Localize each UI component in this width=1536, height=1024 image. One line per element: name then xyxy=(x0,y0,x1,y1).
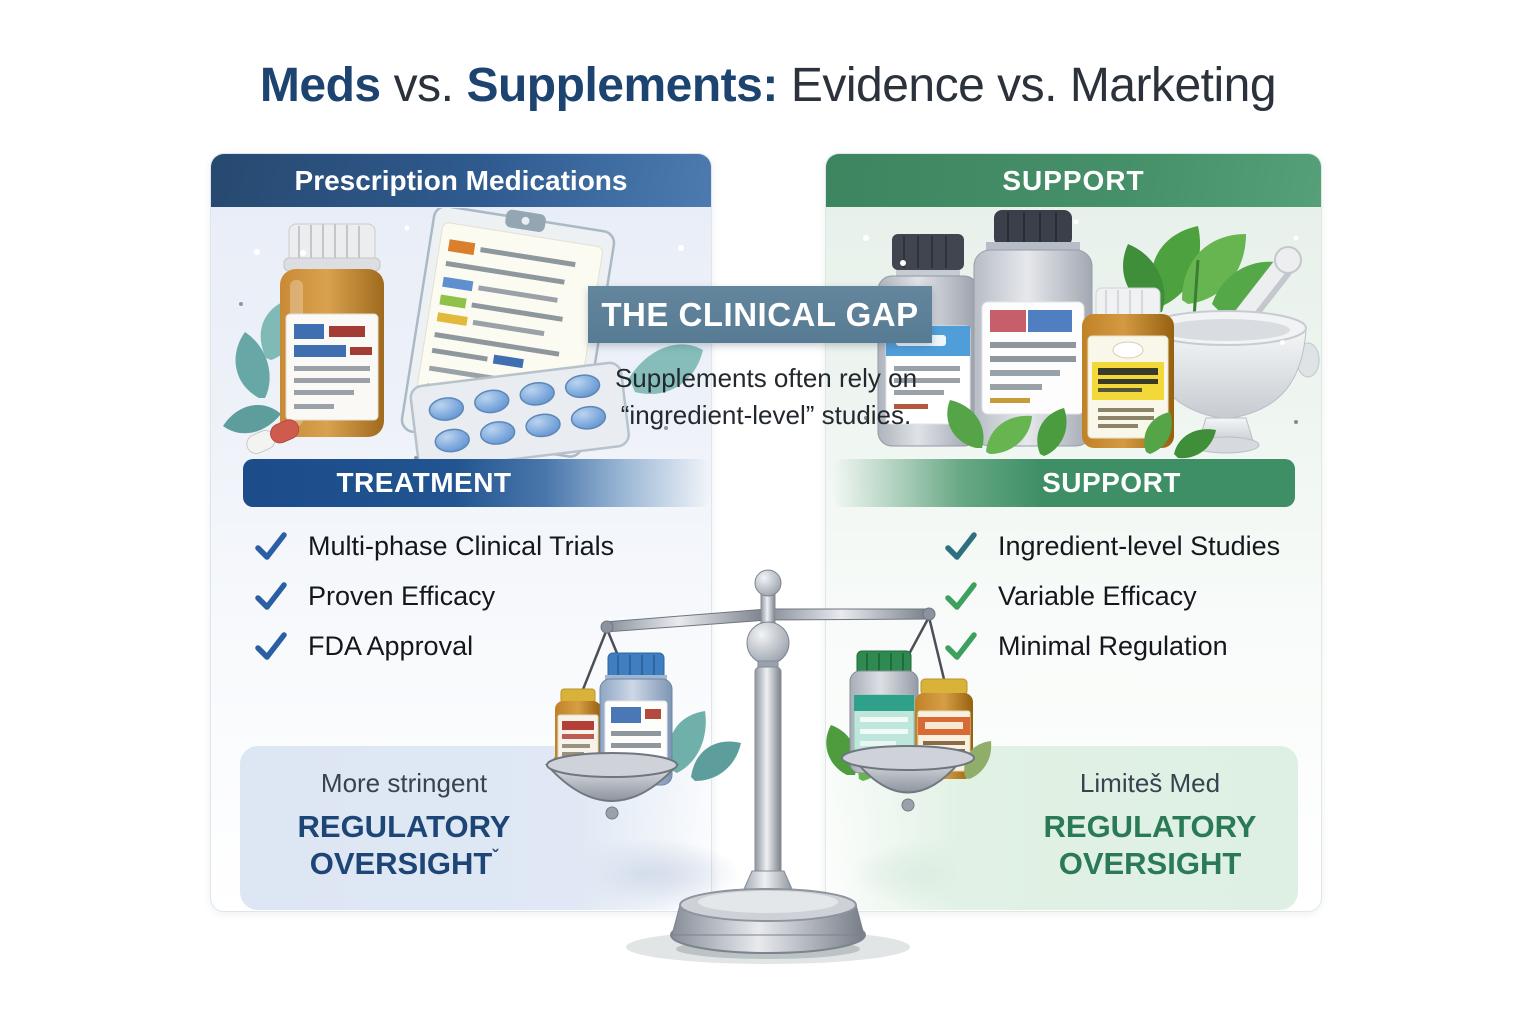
title-tagline: Evidence vs. Marketing xyxy=(790,59,1277,112)
prescription-panel-header-label: Prescription Medications xyxy=(294,164,628,196)
checklist-item-label: Multi-phase Clinical Trials xyxy=(308,530,615,561)
oversight-right-line2: REGULATORY xyxy=(1043,809,1257,844)
check-icon xyxy=(945,582,977,610)
clinical-gap-banner: THE CLINICAL GAP xyxy=(588,286,932,343)
checklist-item-label: Minimal Regulation xyxy=(998,630,1228,661)
checklist-item-label: Proven Efficacy xyxy=(308,580,496,611)
treatment-bar-label: TREATMENT xyxy=(336,467,512,498)
sparkle xyxy=(300,250,306,256)
checklist-item: Minimal Regulation xyxy=(943,628,1228,664)
clinical-gap-caption: Supplements often rely on “ingredient-le… xyxy=(598,360,934,434)
checklist-item: Multi-phase Clinical Trials xyxy=(253,528,614,564)
supplement-bottle-silver-icon xyxy=(973,210,1093,447)
checklist-item: Ingredient-level Studies xyxy=(943,528,1280,564)
page-title: Meds vs. Supplements: Evidence vs. Marke… xyxy=(0,58,1536,113)
prescription-illustration xyxy=(223,208,703,460)
title-meds: Meds xyxy=(259,59,381,112)
title-vs: vs. xyxy=(393,59,454,112)
scale-base xyxy=(670,888,866,954)
checklist-item: Variable Efficacy xyxy=(943,578,1197,614)
check-icon xyxy=(255,632,287,660)
sparkle xyxy=(1280,340,1285,345)
supplements-panel-header-label: SUPPORT xyxy=(1002,164,1145,196)
checklist-item: FDA Approval xyxy=(253,628,473,664)
clinical-gap-caption-line2: “ingredient-level” studies. xyxy=(620,399,912,430)
title-supplements: Supplements: xyxy=(466,59,778,112)
support-bar: SUPPORT xyxy=(833,459,1295,507)
oversight-left-line3: OVERSIGHTˇ xyxy=(309,845,499,881)
checklist-item-label: FDA Approval xyxy=(308,630,474,661)
pill-bottle-icon xyxy=(280,223,384,437)
check-icon xyxy=(255,532,287,560)
treatment-bar: TREATMENT xyxy=(243,459,710,507)
checklist-item-label: Ingredient-level Studies xyxy=(998,530,1281,561)
support-bar-label: SUPPORT xyxy=(1042,467,1181,498)
oversight-left-line1: More stringent xyxy=(320,768,488,798)
sparkle xyxy=(900,260,906,266)
clinical-gap-caption-line1: Supplements often rely on xyxy=(614,363,918,393)
capsule-icon xyxy=(246,419,300,454)
check-icon xyxy=(255,582,287,610)
scale-pan-icon xyxy=(841,745,975,812)
oversight-right-line3: OVERSIGHT xyxy=(1058,845,1242,881)
clinical-gap-banner-label: THE CLINICAL GAP xyxy=(601,295,919,333)
oversight-right-line1: Limiteš Med xyxy=(1079,768,1221,798)
balance-scale-illustration xyxy=(544,569,992,964)
scale-beam xyxy=(600,607,936,634)
check-icon xyxy=(945,632,977,660)
prescription-panel-header: Prescription Medications xyxy=(211,154,711,207)
supplements-illustration xyxy=(863,210,1320,459)
checklist-item: Proven Efficacy xyxy=(253,578,495,614)
oversight-left-line2: REGULATORY xyxy=(297,809,511,844)
oversight-left-mark: ˇ xyxy=(492,846,499,867)
scale-pan-icon xyxy=(544,752,680,820)
checklist-item-label: Variable Efficacy xyxy=(998,580,1197,611)
supplement-bottle-amber-icon xyxy=(1082,287,1174,448)
speckles xyxy=(863,219,1299,424)
supplements-panel-header: SUPPORT xyxy=(826,154,1321,207)
check-icon xyxy=(945,532,977,560)
leaves-icon xyxy=(947,400,1216,459)
blister-pack-icon xyxy=(409,361,630,460)
